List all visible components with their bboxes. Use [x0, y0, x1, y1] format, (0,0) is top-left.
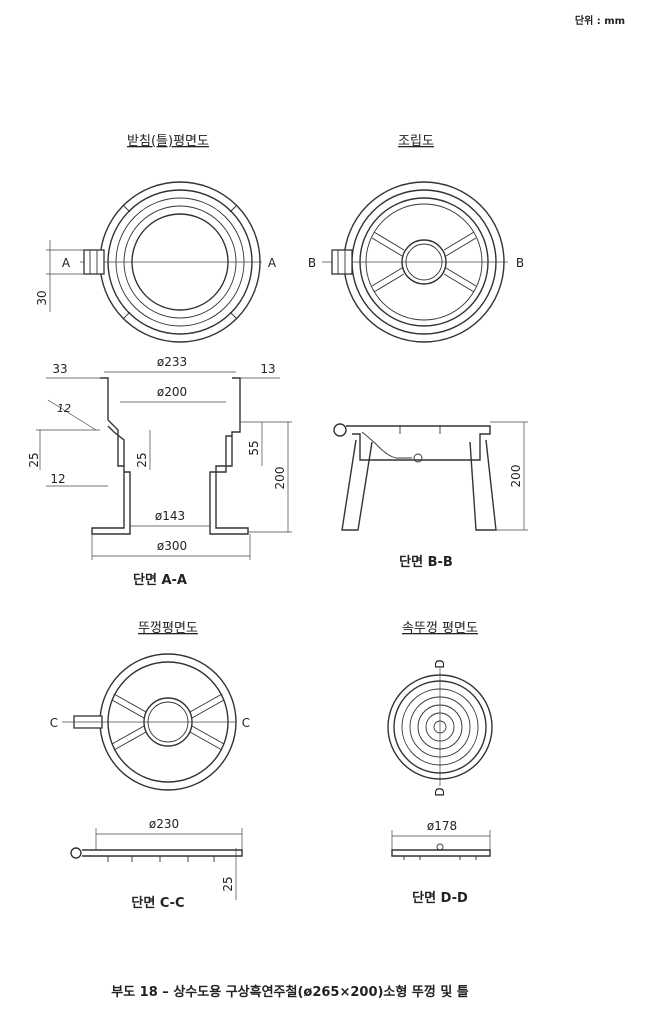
section-aa-view: ø233 33 13 ø200 12 25 12 25 55 200 ø143	[27, 355, 292, 588]
section-mark-a-left: A	[62, 256, 71, 270]
section-title-cc: 단면 C-C	[131, 895, 184, 911]
dim-d300: ø300	[157, 539, 187, 553]
dim-h25a: 25	[27, 452, 41, 467]
dim-d233: ø233	[157, 355, 187, 369]
base-plan-view: 받침(틀)평면도 A A 30	[35, 134, 277, 343]
section-title-dd: 단면 D-D	[412, 890, 468, 906]
dim-h200b: 200	[509, 465, 523, 488]
dim-r12: 12	[57, 402, 71, 415]
section-cc-view: ø230 25 단면 C-C	[70, 817, 243, 911]
base-plan-title: 받침(틀)평면도	[127, 134, 209, 149]
section-mark-c-right: C	[242, 716, 250, 730]
section-dd-view: ø178 단면 D-D	[391, 819, 491, 906]
section-bb-view: 200 단면 B-B	[333, 421, 528, 570]
assembly-title: 조립도	[398, 134, 434, 149]
dim-w33: 33	[52, 362, 67, 376]
dim-d230: ø230	[149, 817, 179, 831]
dim-h55: 55	[247, 440, 261, 455]
figure-caption: 부도 18 – 상수도용 구상흑연주철(ø265×200)소형 뚜껑 및 틀	[111, 984, 469, 1000]
unit-note: 단위 : mm	[575, 14, 625, 27]
lid-plan-view: 뚜껑평면도 C C	[50, 621, 250, 791]
section-mark-a-right: A	[268, 256, 277, 270]
dim-h25c: 25	[221, 876, 235, 891]
section-mark-b-left: B	[308, 256, 316, 270]
dim-d143: ø143	[155, 509, 185, 523]
section-title-bb: 단면 B-B	[399, 554, 453, 570]
dim-hinge-offset: 30	[35, 290, 49, 305]
dim-w12: 12	[50, 472, 65, 486]
inner-lid-plan-title: 속뚜껑 평면도	[402, 621, 478, 636]
assembly-view: 조립도 B B	[308, 134, 524, 343]
dim-d178: ø178	[427, 819, 457, 833]
dim-d200: ø200	[157, 385, 187, 399]
inner-lid-plan-view: 속뚜껑 평면도 D D	[387, 621, 493, 797]
section-mark-d-bottom: D	[433, 787, 447, 796]
dim-h200a: 200	[273, 467, 287, 490]
section-mark-d-top: D	[433, 659, 447, 668]
dim-h25b: 25	[135, 452, 149, 467]
lid-plan-title: 뚜껑평면도	[138, 621, 198, 636]
dim-w13: 13	[260, 362, 275, 376]
section-mark-c-left: C	[50, 716, 58, 730]
section-mark-b-right: B	[516, 256, 524, 270]
section-title-aa: 단면 A-A	[133, 572, 187, 588]
